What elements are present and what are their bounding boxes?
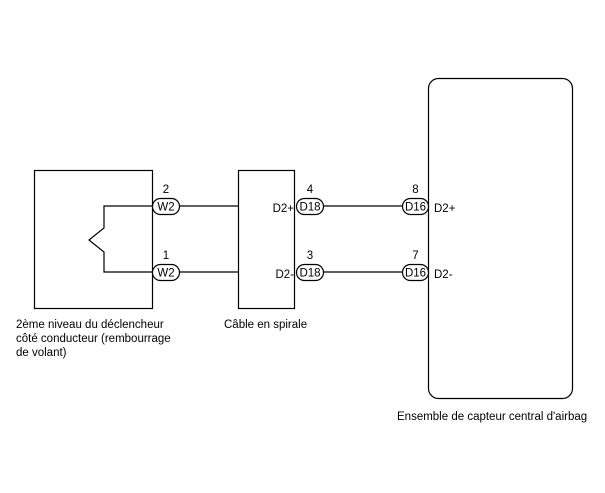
pin-number-d16-top: 8 [412,184,418,196]
connector-w2-bottom: W2 1 [151,250,181,282]
pin-number-d16-bottom: 7 [412,250,418,262]
spiral-cable-box [237,169,296,310]
pin-number-w2-bottom: 1 [163,250,169,262]
pin-number-w2-top: 2 [163,184,169,196]
squib-resistor-symbol [88,205,152,273]
pin-number-d18-bottom: 3 [307,250,313,262]
sensor-terminal-d2-plus: D2+ [434,203,456,215]
spiral-terminal-d2-plus: D2+ [273,203,295,215]
connector-d16-bottom-label: D16 [405,268,426,280]
connector-w2-bottom-label: W2 [157,268,174,280]
squib-caption-line: 2ème niveau du déclencheur [16,319,164,331]
connector-w2-top: W2 2 [151,184,181,216]
connector-d18-bottom: D18 3 [295,250,325,282]
squib-caption: 2ème niveau du déclencheur côté conducte… [16,318,171,360]
squib-box [33,169,154,310]
squib-caption-line: de volant) [16,347,67,359]
connector-d18-top: D18 4 [295,184,325,216]
spiral-terminal-d2-minus: D2- [275,269,294,281]
connector-d16-bottom: D16 7 [401,250,430,282]
connector-d16-top-label: D16 [405,202,426,214]
connector-d16-top: D16 8 [401,184,430,216]
spiral-cable-caption: Câble en spirale [224,319,308,331]
sensor-terminal-d2-minus: D2- [434,269,453,281]
squib-caption-line: côté conducteur (rembourrage [16,333,171,345]
pin-number-d18-top: 4 [307,184,314,196]
airbag-sensor-caption: Ensemble de capteur central d'airbag [397,411,588,423]
airbag-sensor-box [427,77,574,400]
connector-d18-bottom-label: D18 [299,268,320,280]
connector-d18-top-label: D18 [299,202,320,214]
connector-w2-top-label: W2 [157,202,174,214]
